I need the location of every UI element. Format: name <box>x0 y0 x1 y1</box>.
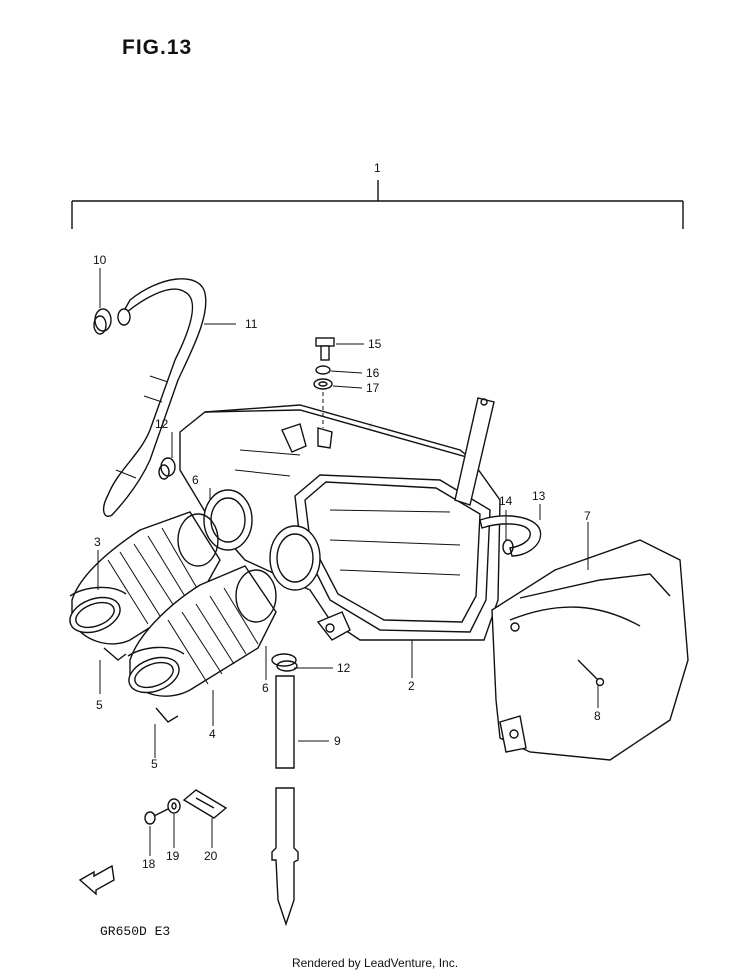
callout-8: 8 <box>594 709 601 723</box>
drain-tube <box>271 653 299 927</box>
callout-19: 19 <box>166 849 180 863</box>
cover-screw <box>577 659 605 687</box>
washer <box>315 365 331 375</box>
drain-hose <box>479 515 542 557</box>
washer <box>167 798 181 814</box>
assembly-bracket <box>71 180 684 229</box>
callout-labels: 1 2 3 4 5 5 6 6 7 8 9 10 11 12 12 13 14 … <box>93 161 601 871</box>
breather-hose <box>102 278 207 517</box>
callout-18: 18 <box>142 857 156 871</box>
callout-13: 13 <box>532 489 546 503</box>
intake-boot <box>128 565 277 697</box>
callout-12a: 12 <box>155 417 169 431</box>
callout-10: 10 <box>93 253 107 267</box>
figure-title: FIG.13 <box>122 36 193 59</box>
callout-3: 3 <box>94 535 101 549</box>
callout-17: 17 <box>366 381 380 395</box>
callout-4: 4 <box>209 727 216 741</box>
callout-6a: 6 <box>192 473 199 487</box>
callout-2: 2 <box>408 679 415 693</box>
fwd-arrow-icon: FWD <box>78 864 115 896</box>
callout-9: 9 <box>334 734 341 748</box>
washer <box>313 378 333 390</box>
boot-clamp <box>127 646 185 723</box>
callout-6b: 6 <box>262 681 269 695</box>
callout-16: 16 <box>366 366 380 380</box>
screw <box>144 807 171 825</box>
callout-12b: 12 <box>337 661 351 675</box>
callout-5a: 5 <box>96 698 103 712</box>
callout-20: 20 <box>204 849 218 863</box>
air-cleaner-case <box>179 397 501 641</box>
air-cleaner-cover <box>491 539 689 761</box>
callout-5b: 5 <box>151 757 158 771</box>
intake-boot <box>69 511 221 645</box>
mounting-bolt <box>315 337 335 361</box>
bracket-plate <box>182 789 228 819</box>
callout-1: 1 <box>374 161 381 175</box>
model-code: GR650D E3 <box>100 924 171 939</box>
leader-lines <box>97 268 599 856</box>
hose-clamp <box>158 457 176 480</box>
footer-credit: Rendered by LeadVenture, Inc. <box>291 956 459 970</box>
callout-7: 7 <box>584 509 591 523</box>
callout-11: 11 <box>245 317 258 331</box>
callout-14: 14 <box>499 494 513 508</box>
callout-15: 15 <box>368 337 382 351</box>
hose-clamp <box>93 308 112 335</box>
